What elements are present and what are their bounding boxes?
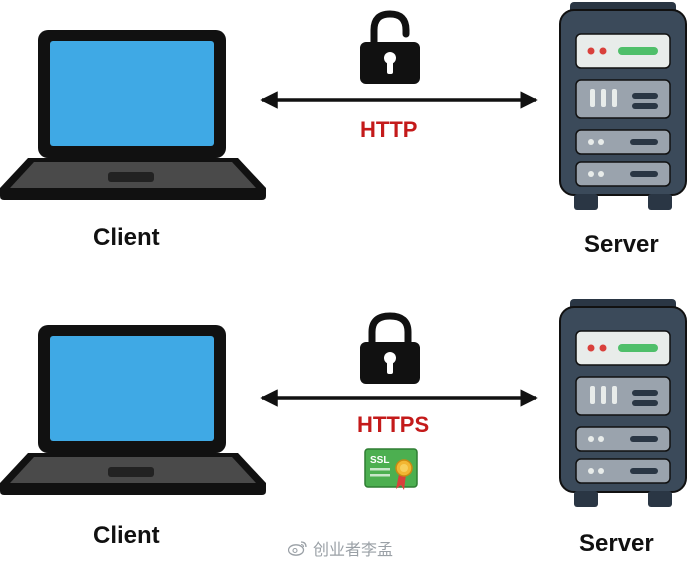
ssl-certificate-icon: SSL	[364, 448, 418, 490]
weibo-icon	[288, 541, 307, 556]
client-laptop-icon	[0, 325, 266, 495]
watermark: 创业者李孟	[288, 536, 393, 560]
certificate-text: SSL	[370, 455, 389, 466]
watermark-text: 创业者李孟	[313, 540, 394, 559]
server-label: Server	[584, 231, 659, 258]
unlocked-padlock-icon	[360, 10, 420, 84]
client-laptop-icon	[0, 30, 266, 200]
protocol-label: HTTP	[360, 117, 418, 142]
server-label: Server	[579, 530, 654, 557]
server-rack-icon	[559, 2, 687, 210]
locked-padlock-icon	[360, 312, 420, 384]
client-label: Client	[93, 522, 160, 549]
protocol-label: HTTPS	[357, 412, 430, 437]
client-label: Client	[93, 224, 160, 251]
server-rack-icon	[559, 299, 687, 507]
